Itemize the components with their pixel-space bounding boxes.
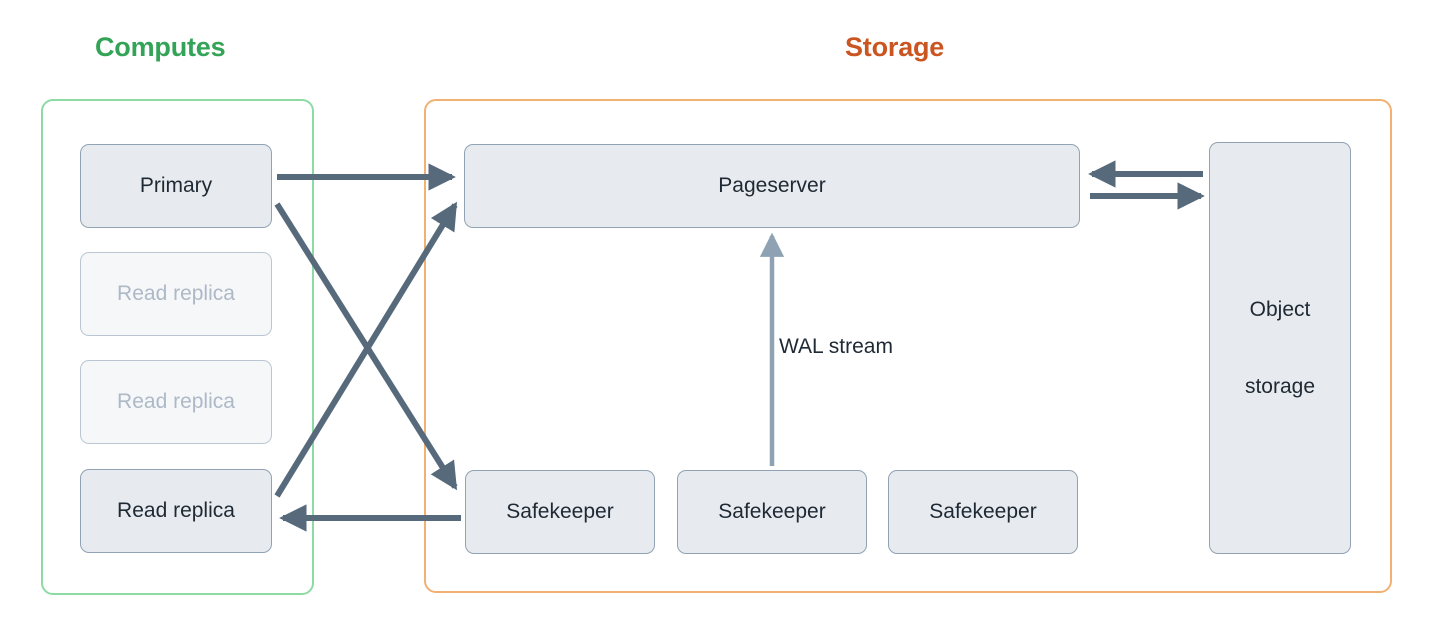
- node-pageserver[interactable]: Pageserver: [464, 144, 1080, 228]
- node-safekeeper-2[interactable]: Safekeeper: [677, 470, 867, 554]
- node-safekeeper-3[interactable]: Safekeeper: [888, 470, 1078, 554]
- node-read-replica-2[interactable]: Read replica: [80, 360, 272, 444]
- node-safekeeper-1[interactable]: Safekeeper: [465, 470, 655, 554]
- node-object-storage[interactable]: Object storage: [1209, 142, 1351, 554]
- node-primary[interactable]: Primary: [80, 144, 272, 228]
- computes-group-title: Computes: [95, 32, 226, 62]
- wal-stream-edge-label: WAL stream: [779, 335, 893, 358]
- object-storage-label-line1: Object: [1249, 297, 1311, 321]
- node-read-replica-1[interactable]: Read replica: [80, 252, 272, 336]
- storage-group-title: Storage: [845, 32, 945, 62]
- node-read-replica-3[interactable]: Read replica: [80, 469, 272, 553]
- object-storage-label-line2: storage: [1244, 375, 1316, 398]
